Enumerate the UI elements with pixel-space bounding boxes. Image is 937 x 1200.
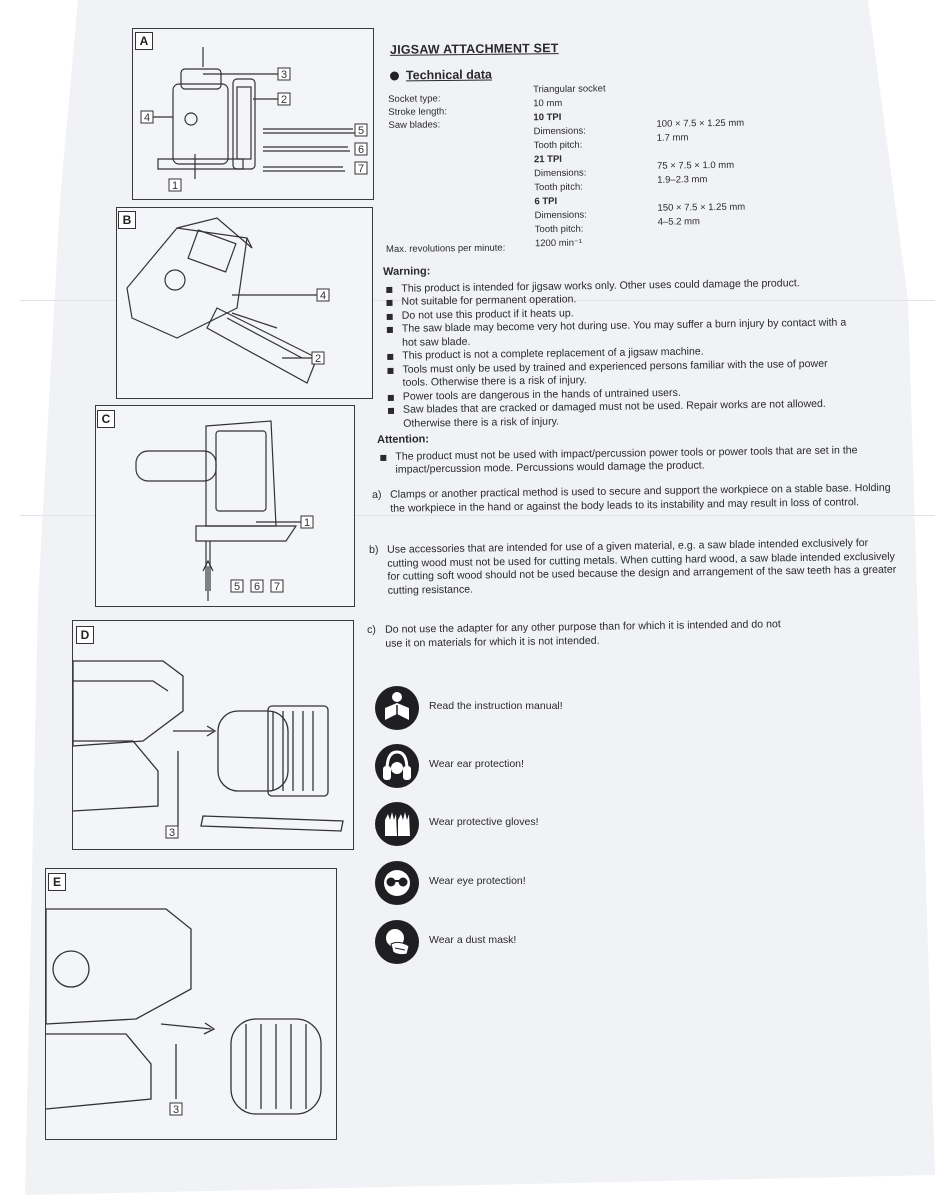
callout-3: 3 [281, 69, 287, 81]
technical-data-heading: Technical data [389, 67, 492, 82]
callout-5: 5 [358, 125, 364, 137]
panel-label-c: C [97, 410, 115, 428]
socket-type-value: Triangular socket [532, 83, 606, 96]
manual-label: Read the instruction manual! [429, 700, 563, 712]
panel-label-a: A [135, 32, 153, 50]
blade-1-dim-value: 100 × 7.5 × 1.25 mm [656, 117, 745, 130]
panel-label-d: D [76, 626, 94, 644]
callout-2: 2 [281, 94, 287, 106]
callout-1: 1 [304, 517, 310, 529]
blade-1-pitch-label: Tooth pitch: [533, 139, 583, 152]
stroke-length-label: Stroke length: [388, 106, 448, 118]
figure-panel-e: 3 [45, 868, 337, 1140]
warning-section: Warning: This product is intended for ji… [383, 259, 855, 431]
blade-2-dim-label: Dimensions: [534, 167, 587, 180]
panel-label-b: B [118, 211, 136, 229]
callout-3: 3 [169, 827, 175, 839]
bullet-dot [389, 71, 400, 81]
blade-1-dim-label: Dimensions: [533, 125, 586, 138]
blade-2-pitch-label: Tooth pitch: [534, 181, 583, 194]
figure-panel-d: 3 [72, 620, 354, 850]
figure-panel-c: 1 5 6 7 [95, 405, 355, 607]
callouts: 3 2 4 5 6 7 1 [140, 67, 368, 192]
dust-mask-label: Wear a dust mask! [429, 934, 517, 946]
eye-protection-icon [375, 861, 419, 905]
callout-5: 5 [234, 581, 240, 593]
max-rev-value: 1200 min⁻¹ [534, 237, 583, 250]
max-rev-label: Max. revolutions per minute: [385, 242, 506, 256]
jigsaw-attachment-blade-insertion-illustration: 1 5 6 7 [135, 420, 314, 601]
blade-3-tpi: 6 TPI [534, 195, 558, 208]
blade-3-dim-label: Dimensions: [534, 209, 587, 222]
callout-6: 6 [358, 144, 364, 156]
document-title: JIGSAW ATTACHMENT SET [389, 41, 559, 57]
blade-1-pitch-value: 1.7 mm [656, 132, 689, 144]
gloves-label: Wear protective gloves! [429, 816, 539, 828]
item-mark: c) [367, 623, 376, 636]
item-text: Do not use the adapter for any other pur… [384, 618, 781, 650]
gloves-icon [375, 802, 419, 846]
ear-protection-icon [375, 744, 419, 788]
callout-2: 2 [315, 353, 321, 365]
item-mark: a) [372, 488, 382, 501]
dust-mask-icon [375, 920, 419, 964]
callout-4: 4 [320, 290, 326, 302]
blade-1-tpi: 10 TPI [533, 111, 562, 124]
callout-3: 3 [173, 1104, 179, 1116]
callout-1: 1 [172, 180, 178, 192]
saw-blades-label: Saw blades: [388, 119, 441, 131]
panel-label-e: E [48, 873, 66, 891]
drill-chuck-alternate-mounting-illustration: 3 [46, 908, 322, 1116]
jigsaw-attachment-mounted-illustration: 4 2 [126, 217, 330, 384]
fold-line [20, 515, 935, 516]
callout-6: 6 [254, 581, 260, 593]
callout-7: 7 [358, 163, 364, 175]
blade-3-pitch-label: Tooth pitch: [534, 223, 584, 236]
attention-section: Attention: The product must not be used … [377, 427, 888, 478]
blade-3-dim-value: 150 × 7.5 × 1.25 mm [657, 201, 746, 214]
item-mark: b) [369, 543, 379, 556]
lettered-item-b: b) Use accessories that are intended for … [369, 537, 900, 598]
manual-icon [375, 686, 419, 730]
figure-panel-a: 3 2 4 5 6 7 1 [132, 28, 374, 200]
ear-protection-label: Wear ear protection! [429, 758, 524, 770]
item-text: Use accessories that are intended for us… [386, 537, 897, 597]
socket-type-label: Socket type: [388, 93, 441, 105]
blade-3-pitch-value: 4–5.2 mm [657, 216, 700, 228]
blade-2-tpi: 21 TPI [533, 153, 562, 166]
jigsaw-attachment-exploded-illustration: 3 2 4 5 6 7 1 [140, 47, 368, 192]
blade-2-pitch-value: 1.9–2.3 mm [657, 174, 708, 186]
blade-2-dim-value: 75 × 7.5 × 1.0 mm [656, 159, 735, 172]
callout-7: 7 [274, 581, 280, 593]
callout-4: 4 [144, 112, 150, 124]
drill-chuck-mounting-illustration: 3 [73, 660, 344, 839]
eye-protection-label: Wear eye protection! [429, 875, 526, 887]
figure-panel-b: 4 2 [116, 207, 373, 399]
technical-data-table: Socket type: Triangular socket Stroke le… [385, 81, 790, 256]
stroke-length-value: 10 mm [533, 97, 563, 110]
